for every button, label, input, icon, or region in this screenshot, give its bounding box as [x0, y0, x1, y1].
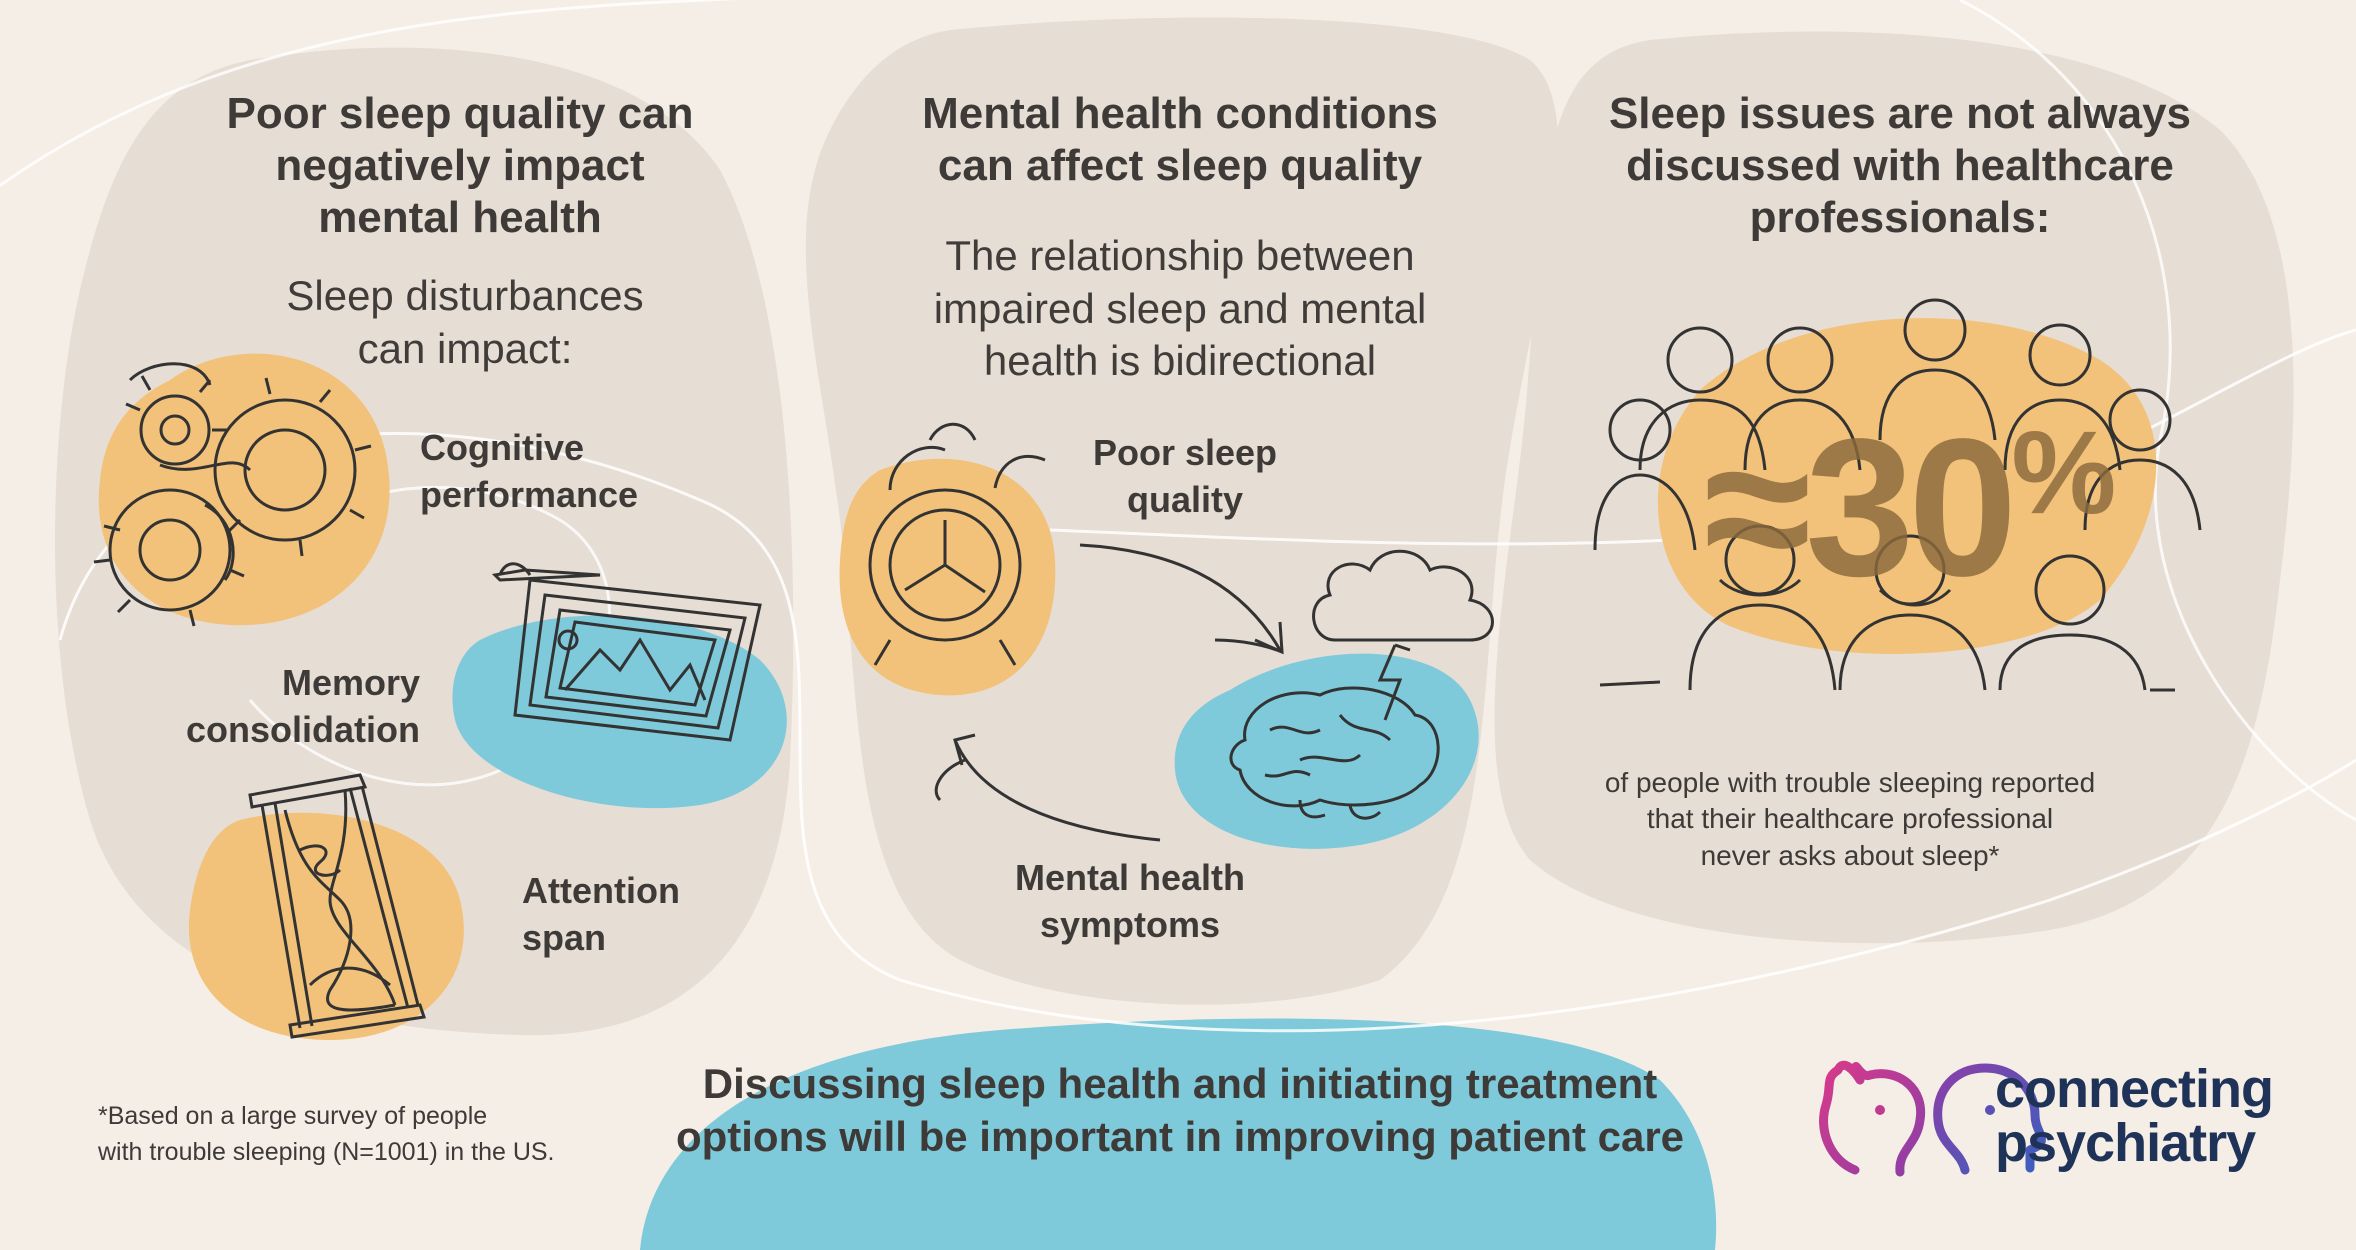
- stat-approx: ≈: [1703, 398, 1812, 617]
- cycle-label-mental-health-symptoms: Mental health symptoms: [990, 855, 1270, 949]
- logo-heads-icon: [1819, 1060, 2046, 1177]
- item-memory-consolidation: Memory consolidation: [150, 660, 420, 754]
- item-label-line: consolidation: [186, 708, 420, 750]
- arrow-down-right: [1079, 543, 1282, 651]
- middle-panel-title: Mental health conditions can affect slee…: [880, 88, 1480, 192]
- arrow-up-left: [953, 739, 1161, 842]
- stat-caption-line: that their healthcare professional: [1646, 803, 2054, 835]
- decor-line-1: [0, 0, 737, 188]
- left-subtitle-line: can impact:: [357, 324, 573, 372]
- cycle-label-line: Poor sleep: [1092, 432, 1278, 473]
- picture-frames-icon: [452, 562, 787, 809]
- stat-caption: of people with trouble sleeping reported…: [1560, 765, 2140, 874]
- conclusion-line: Discussing sleep health and initiating t…: [702, 1060, 1658, 1107]
- item-label-line: span: [522, 916, 607, 958]
- stat-caption-line: of people with trouble sleeping reported: [1604, 767, 2096, 798]
- conclusion-text: Discussing sleep health and initiating t…: [640, 1058, 1720, 1163]
- middle-subtitle-line: impaired sleep and mental: [933, 284, 1427, 332]
- conclusion-line: options will be important in improving p…: [675, 1112, 1685, 1160]
- gears-icon: [93, 353, 390, 627]
- footnote-line: *Based on a large survey of people: [98, 1102, 488, 1130]
- left-title-line: mental health: [318, 192, 602, 242]
- bottom-blue-blob: [640, 1018, 1717, 1250]
- decor-line-2: [58, 432, 2356, 1033]
- left-title-line: Poor sleep quality can: [226, 89, 694, 138]
- middle-title-line: can affect sleep quality: [937, 140, 1423, 190]
- right-title-line: professionals:: [1749, 192, 2051, 242]
- logo-wordmark: connecting psychiatry: [1995, 1062, 2315, 1170]
- left-panel-title: Poor sleep quality can negatively impact…: [180, 88, 740, 244]
- stat-unit: %: [2011, 407, 2117, 539]
- footnote-line: with trouble sleeping (N=1001) in the US…: [98, 1138, 555, 1167]
- cycle-arrows: [934, 543, 1284, 842]
- right-title-line: discussed with healthcare: [1626, 140, 2174, 190]
- middle-subtitle-line: health is bidirectional: [983, 337, 1377, 384]
- middle-title-line: Mental health conditions: [922, 89, 1438, 138]
- cycle-label-line: Mental health: [1014, 857, 1246, 898]
- footnote: *Based on a large survey of people with …: [98, 1098, 658, 1171]
- right-panel-title: Sleep issues are not always discussed wi…: [1590, 88, 2210, 244]
- cycle-label-line: symptoms: [1039, 903, 1221, 945]
- logo-line: connecting: [1995, 1059, 2274, 1119]
- item-label-line: Attention: [522, 870, 680, 911]
- people-crowd-icon: [1593, 298, 2202, 692]
- decor-line-4: [1959, 0, 2356, 822]
- cycle-label-poor-sleep: Poor sleep quality: [1070, 430, 1300, 524]
- cycle-label-line: quality: [1126, 478, 1243, 520]
- middle-subtitle-line: The relationship between: [945, 232, 1415, 279]
- stat-number: 30: [1805, 398, 2017, 617]
- item-cognitive-performance: Cognitive performance: [420, 425, 680, 519]
- left-subtitle-line: Sleep disturbances: [286, 272, 644, 319]
- middle-panel-subtitle: The relationship between impaired sleep …: [860, 230, 1500, 388]
- left-panel-subtitle: Sleep disturbances can impact:: [220, 270, 710, 375]
- logo-line: psychiatry: [1995, 1113, 2256, 1173]
- alarm-clock-icon: [839, 422, 1056, 696]
- item-label-line: Cognitive: [420, 427, 585, 468]
- item-attention-span: Attention span: [522, 868, 742, 962]
- stat-value: ≈30%: [1640, 410, 2180, 606]
- left-title-line: negatively impact: [275, 140, 645, 190]
- hourglass-icon: [188, 773, 464, 1040]
- brain-storm-icon: [1174, 549, 1494, 849]
- item-label-line: Memory: [281, 662, 420, 703]
- item-label-line: performance: [420, 473, 639, 515]
- right-title-line: Sleep issues are not always: [1608, 89, 2192, 138]
- stat-caption-line: never asks about sleep*: [1700, 839, 2000, 871]
